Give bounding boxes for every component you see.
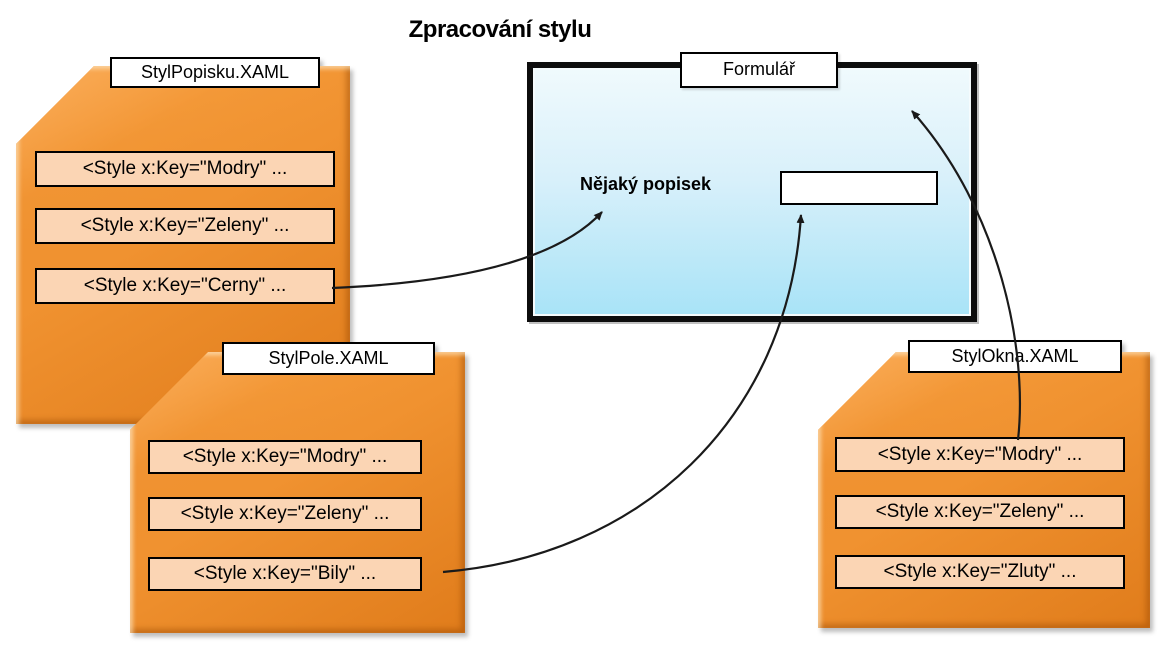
style-row-zeleny: <Style x:Key="Zeleny" ... <box>835 495 1125 529</box>
document-title-styl-pole: StylPole.XAML <box>222 342 435 375</box>
document-styl-pole: StylPole.XAML <Style x:Key="Modry" ... <… <box>130 342 465 633</box>
form-window: Formulář Nějaký popisek <box>527 52 977 322</box>
style-row-zeleny: <Style x:Key="Zeleny" ... <box>148 497 422 531</box>
style-row-zeleny: <Style x:Key="Zeleny" ... <box>35 208 335 244</box>
style-row-modry: <Style x:Key="Modry" ... <box>148 440 422 474</box>
document-styl-okna: StylOkna.XAML <Style x:Key="Modry" ... <… <box>818 340 1150 628</box>
document-styl-popisku: StylPopisku.XAML <Style x:Key="Modry" ..… <box>16 57 350 424</box>
style-row-zluty: <Style x:Key="Zluty" ... <box>835 555 1125 589</box>
style-row-bily: <Style x:Key="Bily" ... <box>148 557 422 591</box>
style-row-modry: <Style x:Key="Modry" ... <box>835 437 1125 472</box>
document-title-styl-okna: StylOkna.XAML <box>908 340 1122 373</box>
style-row-cerny: <Style x:Key="Cerny" ... <box>35 268 335 304</box>
document-title-styl-popisku: StylPopisku.XAML <box>110 57 320 88</box>
text-input <box>780 171 938 205</box>
field-label: Nějaký popisek <box>580 174 712 194</box>
form-title: Formulář <box>680 52 838 88</box>
diagram-title: Zpracování stylu <box>408 16 592 43</box>
style-row-modry: <Style x:Key="Modry" ... <box>35 151 335 187</box>
